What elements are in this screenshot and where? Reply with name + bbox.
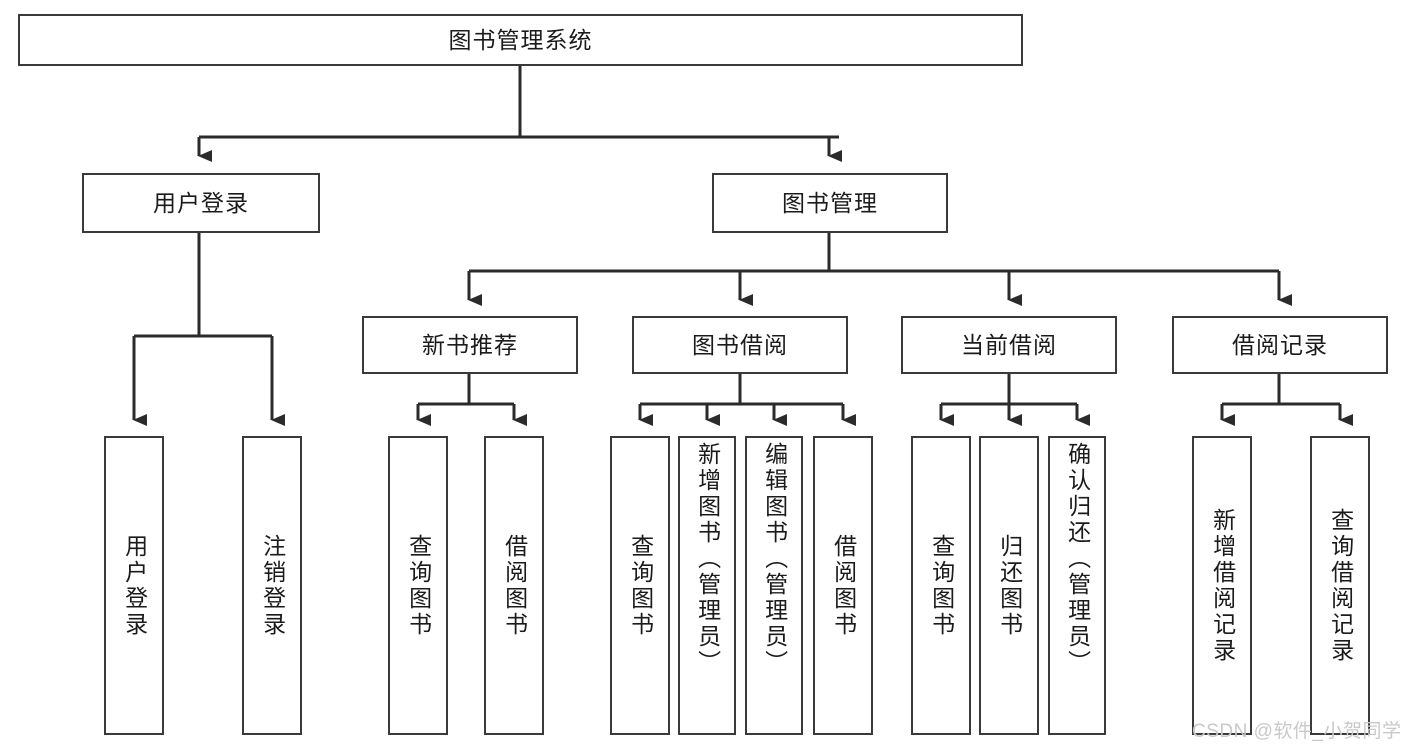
node-current-borrow-label: 当前借阅 — [961, 331, 1057, 358]
node-leaf-logout[interactable]: 注销登录 — [242, 436, 302, 735]
node-leaf-query-book-3-label: 查询图书 — [928, 533, 955, 638]
node-leaf-query-book-2-label: 查询图书 — [627, 533, 654, 638]
node-leaf-add-book-label: 新增图书（管理员） — [694, 442, 721, 676]
node-current-borrow[interactable]: 当前借阅 — [901, 316, 1117, 374]
node-book-manage-label: 图书管理 — [782, 189, 878, 216]
node-new-book-recommend[interactable]: 新书推荐 — [362, 316, 578, 374]
node-new-book-recommend-label: 新书推荐 — [422, 331, 518, 358]
node-borrow-record-label: 借阅记录 — [1232, 331, 1328, 358]
node-leaf-query-record[interactable]: 查询借阅记录 — [1310, 436, 1370, 735]
node-leaf-borrow-book-2[interactable]: 借阅图书 — [813, 436, 873, 735]
node-leaf-add-book[interactable]: 新增图书（管理员） — [678, 436, 736, 735]
node-leaf-add-record[interactable]: 新增借阅记录 — [1192, 436, 1252, 735]
node-leaf-confirm-return[interactable]: 确认归还（管理员） — [1048, 436, 1106, 735]
node-book-borrow[interactable]: 图书借阅 — [632, 316, 848, 374]
node-book-borrow-label: 图书借阅 — [692, 331, 788, 358]
node-borrow-record[interactable]: 借阅记录 — [1172, 316, 1388, 374]
node-root[interactable]: 图书管理系统 — [18, 14, 1023, 66]
node-leaf-query-book-2[interactable]: 查询图书 — [610, 436, 670, 735]
node-leaf-borrow-book-1[interactable]: 借阅图书 — [484, 436, 544, 735]
node-leaf-user-login-label: 用户登录 — [121, 533, 148, 638]
node-user-login[interactable]: 用户登录 — [82, 173, 320, 233]
node-root-label: 图书管理系统 — [448, 26, 593, 53]
node-user-login-label: 用户登录 — [153, 189, 249, 216]
node-leaf-add-record-label: 新增借阅记录 — [1209, 507, 1236, 664]
node-leaf-user-login[interactable]: 用户登录 — [104, 436, 164, 735]
node-leaf-query-record-label: 查询借阅记录 — [1327, 507, 1354, 664]
node-leaf-borrow-book-2-label: 借阅图书 — [830, 533, 857, 638]
node-leaf-borrow-book-1-label: 借阅图书 — [501, 533, 528, 638]
node-leaf-edit-book-label: 编辑图书（管理员） — [761, 442, 788, 676]
watermark: CSDN @软件_小贺同学 — [1192, 721, 1402, 742]
node-leaf-confirm-return-label: 确认归还（管理员） — [1064, 442, 1091, 676]
node-leaf-query-book-1[interactable]: 查询图书 — [388, 436, 448, 735]
node-leaf-edit-book[interactable]: 编辑图书（管理员） — [745, 436, 803, 735]
node-leaf-query-book-3[interactable]: 查询图书 — [911, 436, 971, 735]
node-leaf-logout-label: 注销登录 — [259, 533, 286, 638]
node-book-manage[interactable]: 图书管理 — [712, 173, 948, 233]
node-leaf-return-book-label: 归还图书 — [996, 533, 1023, 638]
node-leaf-query-book-1-label: 查询图书 — [405, 533, 432, 638]
node-leaf-return-book[interactable]: 归还图书 — [979, 436, 1039, 735]
